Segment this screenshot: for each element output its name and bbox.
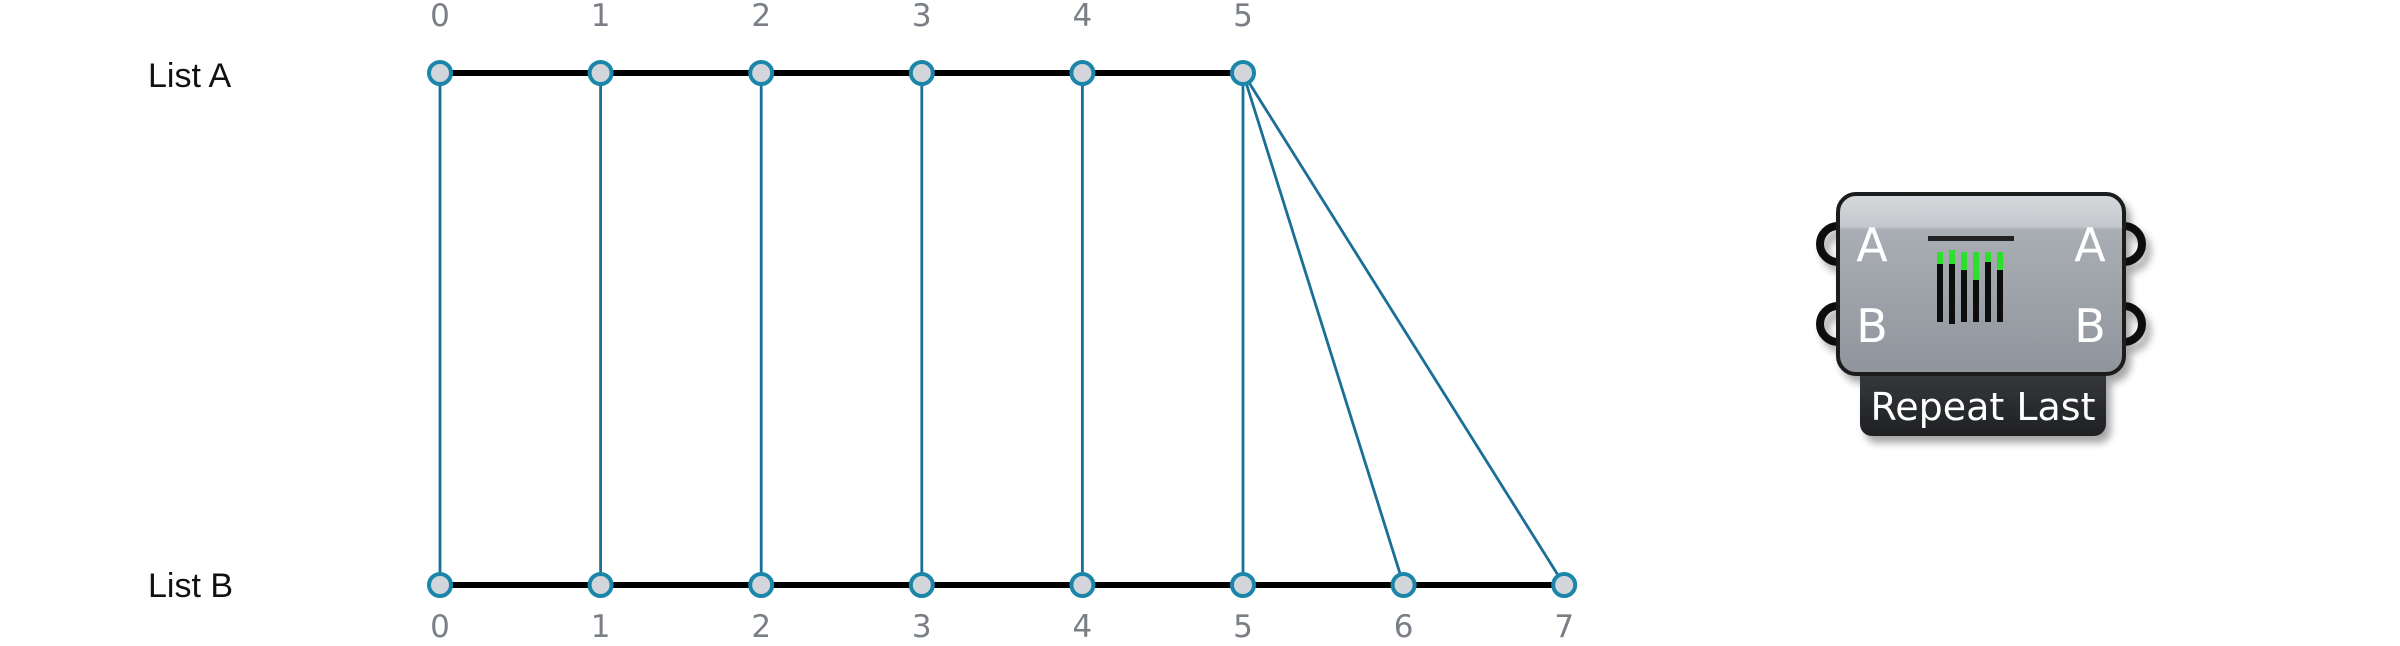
list-b-node: [1551, 572, 1578, 598]
list-a-label: List A: [148, 57, 231, 95]
list-b-index-label: 0: [430, 609, 450, 645]
input-a-label: A: [1856, 218, 1888, 272]
list-b-node: [587, 572, 614, 598]
list-a-index-label: 4: [1073, 0, 1093, 34]
repeat-last-component[interactable]: A B A B Repeat Last: [1816, 192, 2146, 436]
list-b-label: List B: [148, 567, 233, 605]
list-b-node: [908, 572, 935, 598]
repeat-last-icon: [1928, 236, 2014, 324]
list-b-node: [1069, 572, 1096, 598]
list-a-index-label: 2: [751, 0, 771, 34]
list-b-node: [1390, 572, 1417, 598]
list-a-node: [1069, 60, 1096, 86]
output-a-label: A: [2074, 218, 2106, 272]
input-port-b[interactable]: [1816, 302, 1839, 346]
list-a-index-label: 5: [1233, 0, 1253, 34]
output-b-label: B: [2074, 299, 2106, 353]
input-b-label: B: [1856, 299, 1888, 353]
list-a-index-label: 0: [430, 0, 450, 34]
list-b-index-label: 7: [1554, 609, 1574, 645]
list-b-index-label: 5: [1233, 609, 1253, 645]
list-b-index-label: 6: [1394, 609, 1414, 645]
connection-link: [1241, 72, 1405, 586]
list-b-node: [427, 572, 453, 598]
list-a-node: [587, 60, 614, 86]
component-name: Repeat Last: [1871, 385, 2096, 429]
component-body[interactable]: [1836, 192, 2126, 376]
list-b-index-label: 4: [1073, 609, 1093, 645]
list-b-node: [748, 572, 775, 598]
list-a-node: [427, 60, 453, 86]
component-name-tab: [1860, 360, 2106, 436]
list-b-index-label: 3: [912, 609, 932, 645]
list-lines: [437, 70, 1568, 588]
index-labels: 0 1 2 3 4 5 0 1 2 3 4 5 6 7: [430, 0, 1574, 645]
connection-link: [1241, 72, 1566, 586]
output-port-a[interactable]: [2123, 222, 2146, 266]
list-b-index-label: 1: [591, 609, 611, 645]
list-b-node: [1230, 572, 1256, 598]
output-port-b[interactable]: [2123, 302, 2146, 346]
list-a-node: [1230, 60, 1256, 86]
list-a-index-label: 1: [591, 0, 611, 34]
list-nodes: [427, 60, 1578, 598]
list-b-index-label: 2: [751, 609, 771, 645]
connection-links: [438, 72, 1566, 586]
list-a-node: [908, 60, 935, 86]
list-a-index-label: 3: [912, 0, 932, 34]
input-port-a[interactable]: [1816, 222, 1839, 266]
list-a-node: [748, 60, 775, 86]
